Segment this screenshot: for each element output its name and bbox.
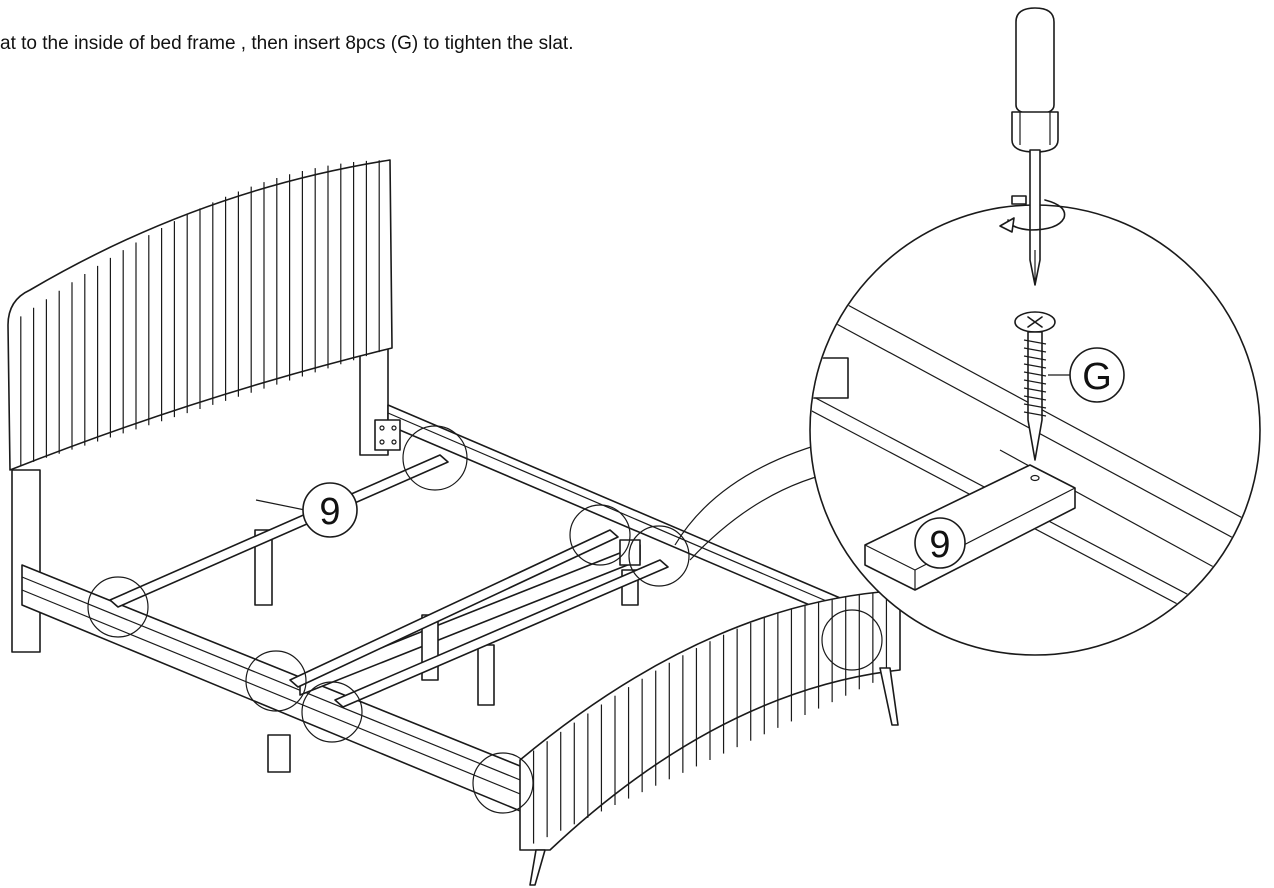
- mark-circle: [245, 650, 307, 712]
- clockwise-rotation-icon: [999, 195, 1066, 233]
- screw-icon: G: [1014, 311, 1125, 461]
- mark-circle: [569, 504, 631, 566]
- headboard: [7, 159, 393, 653]
- mark-circle: [301, 681, 363, 743]
- mark-circle: [821, 609, 883, 671]
- mark-circle: [87, 576, 149, 638]
- mark-circle: [472, 752, 534, 814]
- instruction-text: at to the inside of bed frame , then ins…: [0, 33, 574, 54]
- mark-circle: [402, 425, 468, 491]
- slats: [109, 454, 669, 708]
- slat-detail-label: 9: [929, 524, 950, 566]
- screwdriver-icon: [1011, 7, 1059, 286]
- screw-callout-label: G: [1082, 356, 1112, 398]
- slat-1: [109, 454, 449, 608]
- mark-circle: [628, 525, 690, 587]
- bed-frame: [21, 404, 881, 816]
- detail-view: 9: [809, 204, 1261, 656]
- footboard: [519, 591, 901, 886]
- slat-2: [289, 529, 619, 688]
- slat-callout-label: 9: [319, 491, 340, 533]
- slat-3: [334, 559, 669, 708]
- slat-callout-main: 9: [255, 482, 358, 538]
- screw-location-marks: [87, 425, 883, 814]
